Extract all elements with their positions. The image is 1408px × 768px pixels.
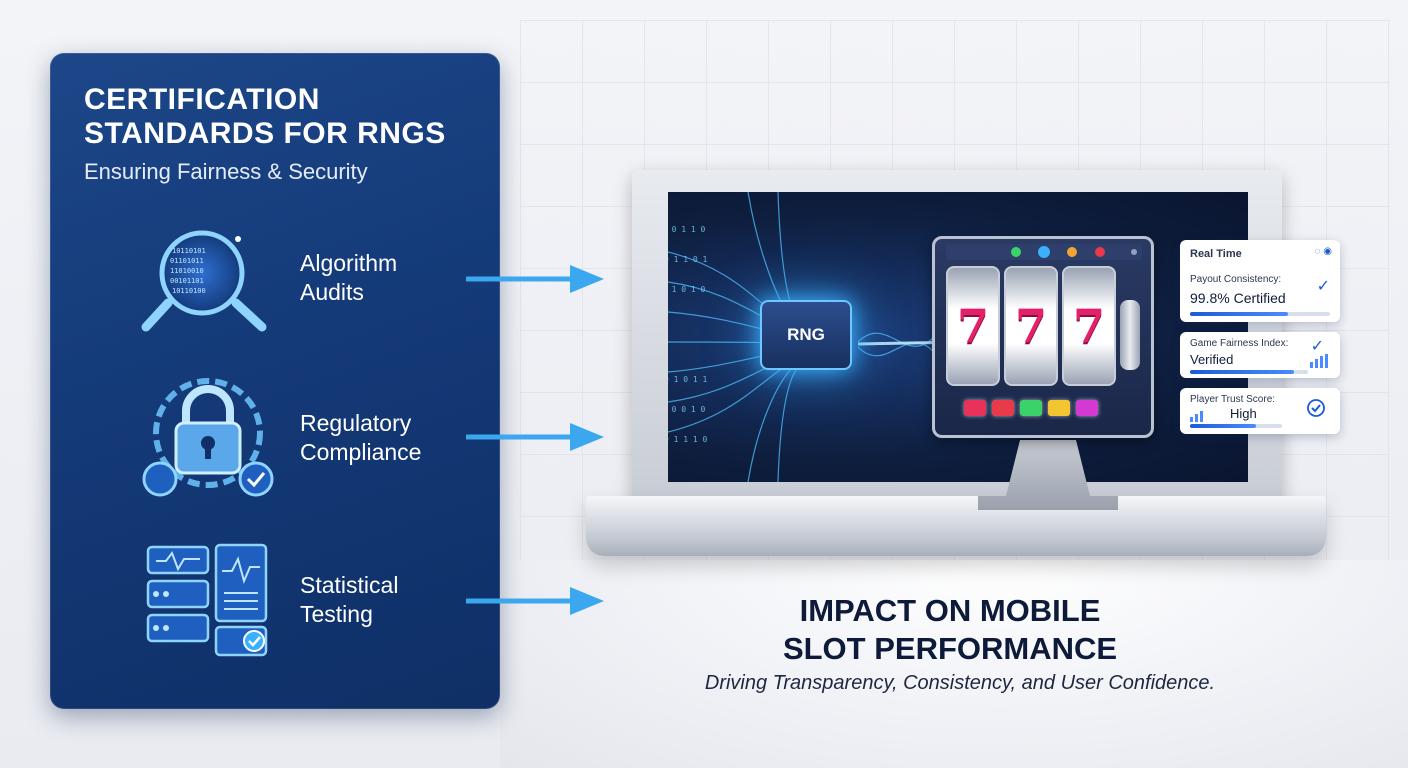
payout-progress bbox=[1190, 312, 1330, 316]
impact-subtitle: Driving Transparency, Consistency, and U… bbox=[704, 672, 1216, 694]
checkmark-icon: ✓ bbox=[1310, 338, 1324, 355]
feature-label-line: Testing bbox=[300, 601, 373, 627]
arrow-right-icon bbox=[466, 587, 604, 615]
arrow-right-icon bbox=[466, 423, 604, 451]
slot-button bbox=[964, 400, 986, 416]
arrow-right-icon bbox=[466, 265, 604, 293]
fairness-progress-fill bbox=[1190, 370, 1294, 374]
trust-label: Player Trust Score: bbox=[1190, 394, 1276, 405]
feature-label-line: Statistical bbox=[300, 572, 399, 598]
impact-title-line: IMPACT ON MOBILE bbox=[799, 593, 1101, 628]
slot-button bbox=[992, 400, 1014, 416]
check-circle-icon bbox=[1307, 399, 1325, 417]
payout-card: Real Time ◌ ◉ Payout Consistency: 99.8% … bbox=[1180, 240, 1340, 322]
certification-panel: CERTIFICATION STANDARDS FOR RNGs Ensurin… bbox=[50, 53, 500, 709]
svg-text:1 0 1 1 0: 1 0 1 1 0 bbox=[668, 225, 706, 234]
svg-text:1 1 0 1 0: 1 1 0 1 0 bbox=[668, 285, 706, 294]
feature-label-regulatory-compliance: Regulatory Compliance bbox=[300, 409, 480, 467]
fairness-progress bbox=[1190, 370, 1308, 374]
feature-label-line: Regulatory bbox=[300, 410, 412, 436]
monitor-base bbox=[586, 496, 1326, 556]
feature-label-statistical-testing: Statistical Testing bbox=[300, 571, 480, 629]
slot-indicator-bar bbox=[946, 244, 1142, 260]
slot-buttons bbox=[964, 400, 1114, 420]
padlock-chain-icon bbox=[142, 378, 274, 497]
rng-chip: RNG bbox=[760, 300, 852, 370]
panel-title: CERTIFICATION STANDARDS FOR RNGs bbox=[84, 83, 446, 150]
svg-text:0 1 1 1 0: 0 1 1 1 0 bbox=[668, 435, 708, 444]
floor-reflection bbox=[500, 560, 1408, 768]
svg-text:0 1 0 1 1: 0 1 0 1 1 bbox=[668, 375, 708, 384]
checkmark-icon: ✓ bbox=[1316, 278, 1330, 295]
slot-button bbox=[1020, 400, 1042, 416]
feature-label-line: Audits bbox=[300, 279, 364, 305]
svg-text:10110101: 10110101 bbox=[172, 247, 206, 255]
slot-button bbox=[1048, 400, 1070, 416]
rng-chip-label: RNG bbox=[787, 325, 825, 344]
feature-label-line: Algorithm bbox=[300, 250, 398, 276]
slot-reel: 7 bbox=[1004, 266, 1058, 386]
trust-value: High bbox=[1230, 406, 1257, 421]
magnifier-code-icon: 10110101 01101011 11010010 00101101 1011… bbox=[141, 230, 267, 332]
trust-card: Player Trust Score: High bbox=[1180, 388, 1340, 434]
svg-text:11010010: 11010010 bbox=[170, 267, 204, 275]
svg-text:01101011: 01101011 bbox=[170, 257, 204, 265]
slot-button bbox=[1076, 400, 1098, 416]
slot-lever bbox=[1120, 300, 1140, 370]
window-controls-icon: ◌ ◉ bbox=[1314, 246, 1332, 257]
slot-reels: 7 7 7 bbox=[946, 266, 1116, 386]
fairness-value: Verified bbox=[1190, 352, 1234, 367]
panel-subtitle: Ensuring Fairness & Security bbox=[84, 159, 368, 184]
trust-progress-fill bbox=[1190, 424, 1257, 428]
impact-title: IMPACT ON MOBILE SLOT PERFORMANCE bbox=[680, 592, 1220, 668]
slot-reel: 7 bbox=[1062, 266, 1116, 386]
fairness-card: Game Fairness Index: Verified ✓ bbox=[1180, 332, 1340, 378]
payout-value: 99.8% Certified bbox=[1190, 290, 1286, 306]
trust-progress bbox=[1190, 424, 1282, 428]
server-analytics-icon bbox=[146, 543, 268, 657]
card-header: Real Time bbox=[1190, 248, 1242, 260]
impact-title-line: SLOT PERFORMANCE bbox=[782, 631, 1118, 666]
fairness-label: Game Fairness Index: bbox=[1190, 338, 1289, 349]
payout-label: Payout Consistency: bbox=[1190, 274, 1282, 285]
svg-text:1 0 0 1 0: 1 0 0 1 0 bbox=[668, 405, 706, 414]
svg-text:0 1 1 0 1: 0 1 1 0 1 bbox=[668, 255, 708, 264]
svg-text:10110100: 10110100 bbox=[172, 287, 206, 295]
payout-progress-fill bbox=[1190, 312, 1288, 316]
slot-reel: 7 bbox=[946, 266, 1000, 386]
signal-bars-icon bbox=[1310, 354, 1328, 368]
feature-label-line: Compliance bbox=[300, 439, 422, 465]
signal-bars-icon bbox=[1190, 411, 1203, 422]
svg-text:00101101: 00101101 bbox=[170, 277, 204, 285]
feature-label-algorithm-audits: Algorithm Audits bbox=[300, 249, 480, 307]
